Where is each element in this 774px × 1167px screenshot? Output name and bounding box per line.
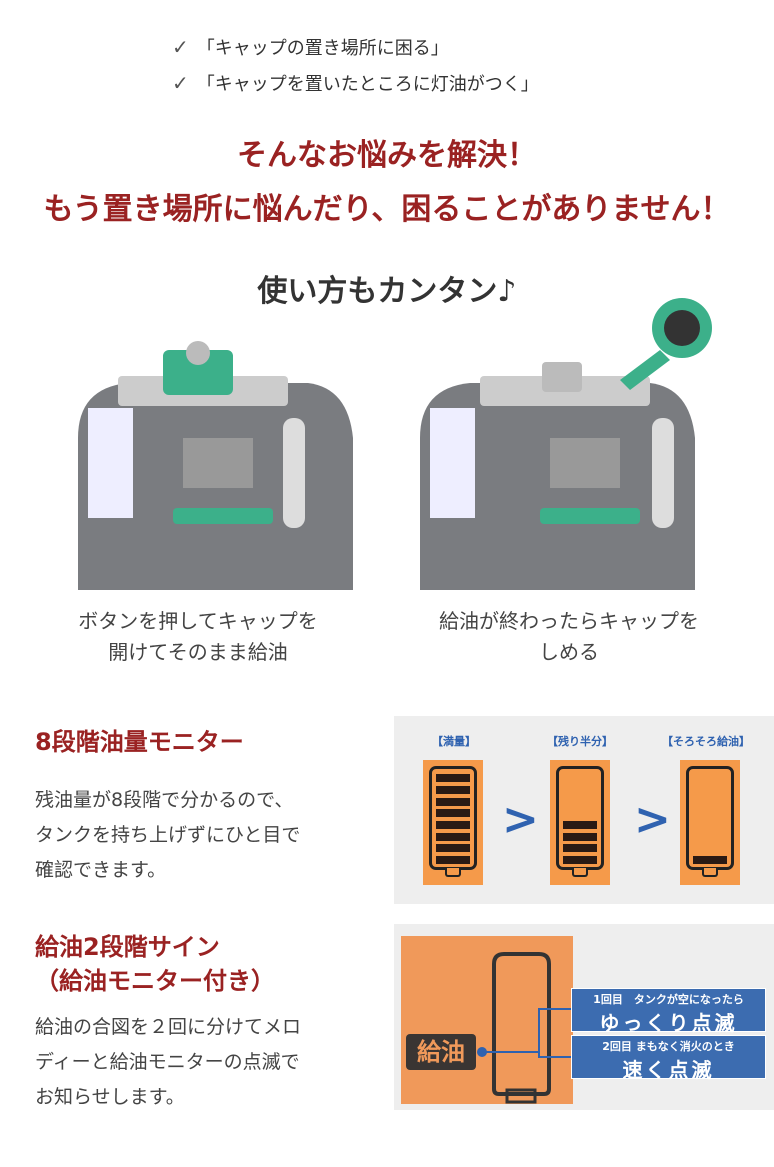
check-icon: ✓	[172, 35, 189, 59]
checklist-text: 「キャップの置き場所に困る」	[196, 38, 449, 59]
headline: そんなお悩みを解決！	[237, 138, 537, 173]
first-signal-box: 1回目 タンクが空になったら ゆっくり点滅	[571, 988, 766, 1035]
subheading: 使い方もカンタン♪	[257, 274, 517, 309]
step-caption: 給油が終わったらキャップをしめる	[439, 609, 699, 664]
level-bar	[436, 774, 470, 783]
arrow-icon: >	[634, 794, 671, 845]
level-label: 【満量】	[432, 735, 476, 748]
headline: もう置き場所に悩んだり、困ることがありません！	[43, 192, 731, 227]
level-gauge	[423, 760, 483, 885]
refuel-badge: 給油	[406, 1034, 476, 1070]
level-bar	[436, 797, 470, 806]
sign-body: 給油の合図を２回に分けてメロディーと給油モニターの点滅でお知らせします。	[35, 1016, 302, 1108]
level-monitor-panel: 【満量】 【残り半分】 【そろそろ給油】 > >	[394, 716, 774, 904]
check-icon: ✓	[172, 71, 189, 95]
level-label: 【残り半分】	[547, 735, 613, 748]
step-caption: ボタンを押してキャップを開けてそのまま給油	[78, 609, 318, 664]
level-bar	[436, 856, 470, 864]
monitor-title: 8段階油量モニター	[35, 728, 244, 756]
arrow-icon: >	[502, 794, 539, 845]
level-gauge	[550, 760, 610, 885]
cap-icon	[163, 350, 233, 395]
level-bar	[436, 820, 470, 829]
tank-photo-open	[420, 298, 712, 590]
monitor-body: 残油量が8段階で分かるので、タンクを持ち上げずにひと目で確認できます。	[35, 789, 301, 881]
level-bar	[563, 844, 597, 853]
level-label: 【そろそろ給油】	[662, 735, 750, 748]
checklist-text: 「キャップを置いたところに灯油がつく」	[196, 74, 539, 95]
level-bar	[563, 832, 597, 841]
level-bar	[436, 785, 470, 794]
level-bar	[563, 820, 597, 829]
level-bar	[563, 856, 597, 864]
level-bar	[693, 856, 727, 864]
level-gauge	[680, 760, 740, 885]
checklist-item: ✓ 「キャップの置き場所に困る」	[172, 34, 449, 60]
second-signal-box: 2回目 まもなく消火のとき 速く点滅	[571, 1035, 766, 1082]
tank-photo-closed	[78, 341, 353, 590]
level-bar	[436, 832, 470, 841]
level-bar	[436, 809, 470, 818]
sign-title: 給油2段階サイン（給油モニター付き）	[35, 933, 275, 995]
level-bar	[436, 844, 470, 853]
checklist-item: ✓ 「キャップを置いたところに灯油がつく」	[172, 70, 539, 96]
